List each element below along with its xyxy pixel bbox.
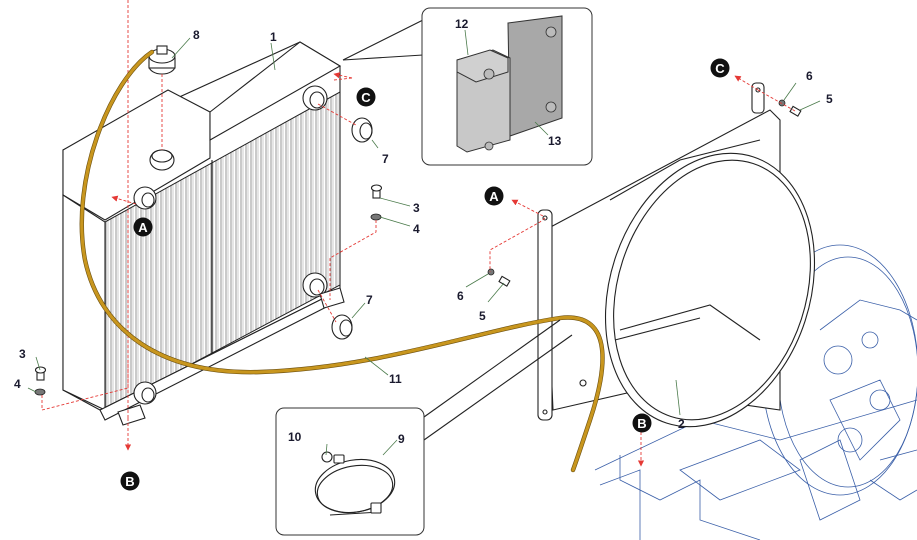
callout-6-shroud-a: 6 (457, 289, 464, 303)
svg-text:C: C (361, 90, 371, 105)
hose-fitting-upper (351, 117, 373, 143)
callout-10: 10 (288, 430, 302, 444)
svg-text:B: B (125, 474, 134, 489)
reference-marker-b-engine: B (632, 413, 652, 433)
callout-4-left: 4 (14, 377, 21, 391)
svg-text:A: A (138, 220, 148, 235)
bolt-washer-left (34, 366, 47, 396)
callout-1: 1 (270, 30, 277, 44)
overflow-hose (79, 49, 605, 473)
callout-5-shroud-c: 5 (826, 92, 833, 106)
callout-5-shroud-a: 5 (479, 309, 486, 323)
reference-marker-a-shroud: A (484, 186, 504, 206)
callout-9: 9 (398, 432, 405, 446)
bolt-washer-right (370, 184, 383, 221)
alignment-lines (41, 0, 796, 467)
bolt-washer-shroud-a (487, 268, 511, 287)
reference-marker-b-radiator: B (120, 471, 140, 491)
leader-lines (27, 29, 821, 456)
inset-cable-tie (275, 319, 573, 536)
radiator-cap (148, 45, 176, 75)
callout-8: 8 (193, 28, 200, 42)
reference-marker-c-radiator: C (356, 87, 376, 107)
callout-3-left: 3 (19, 347, 26, 361)
reference-marker-a-radiator: A (133, 217, 153, 237)
callout-12: 12 (455, 17, 469, 31)
callout-13: 13 (548, 134, 562, 148)
svg-text:A: A (489, 189, 499, 204)
svg-text:C: C (715, 61, 725, 76)
callout-6-shroud-c: 6 (806, 69, 813, 83)
bolt-washer-shroud-c (778, 99, 802, 117)
callout-labels: 1 2 3 3 4 4 5 5 6 6 7 7 8 9 10 11 12 13 (14, 17, 833, 446)
svg-text:B: B (637, 416, 646, 431)
inset-radiator-oilcooler (342, 7, 593, 166)
callout-7-lower: 7 (366, 293, 373, 307)
callout-3-right: 3 (413, 201, 420, 215)
callout-7-upper: 7 (382, 152, 389, 166)
callout-4-right: 4 (413, 222, 420, 236)
callout-2: 2 (678, 417, 685, 431)
reference-marker-c-shroud: C (710, 58, 730, 78)
hose-fitting-lower (331, 314, 353, 340)
radiator (62, 41, 345, 426)
callout-11: 11 (389, 372, 402, 386)
fan-shroud (537, 82, 816, 428)
